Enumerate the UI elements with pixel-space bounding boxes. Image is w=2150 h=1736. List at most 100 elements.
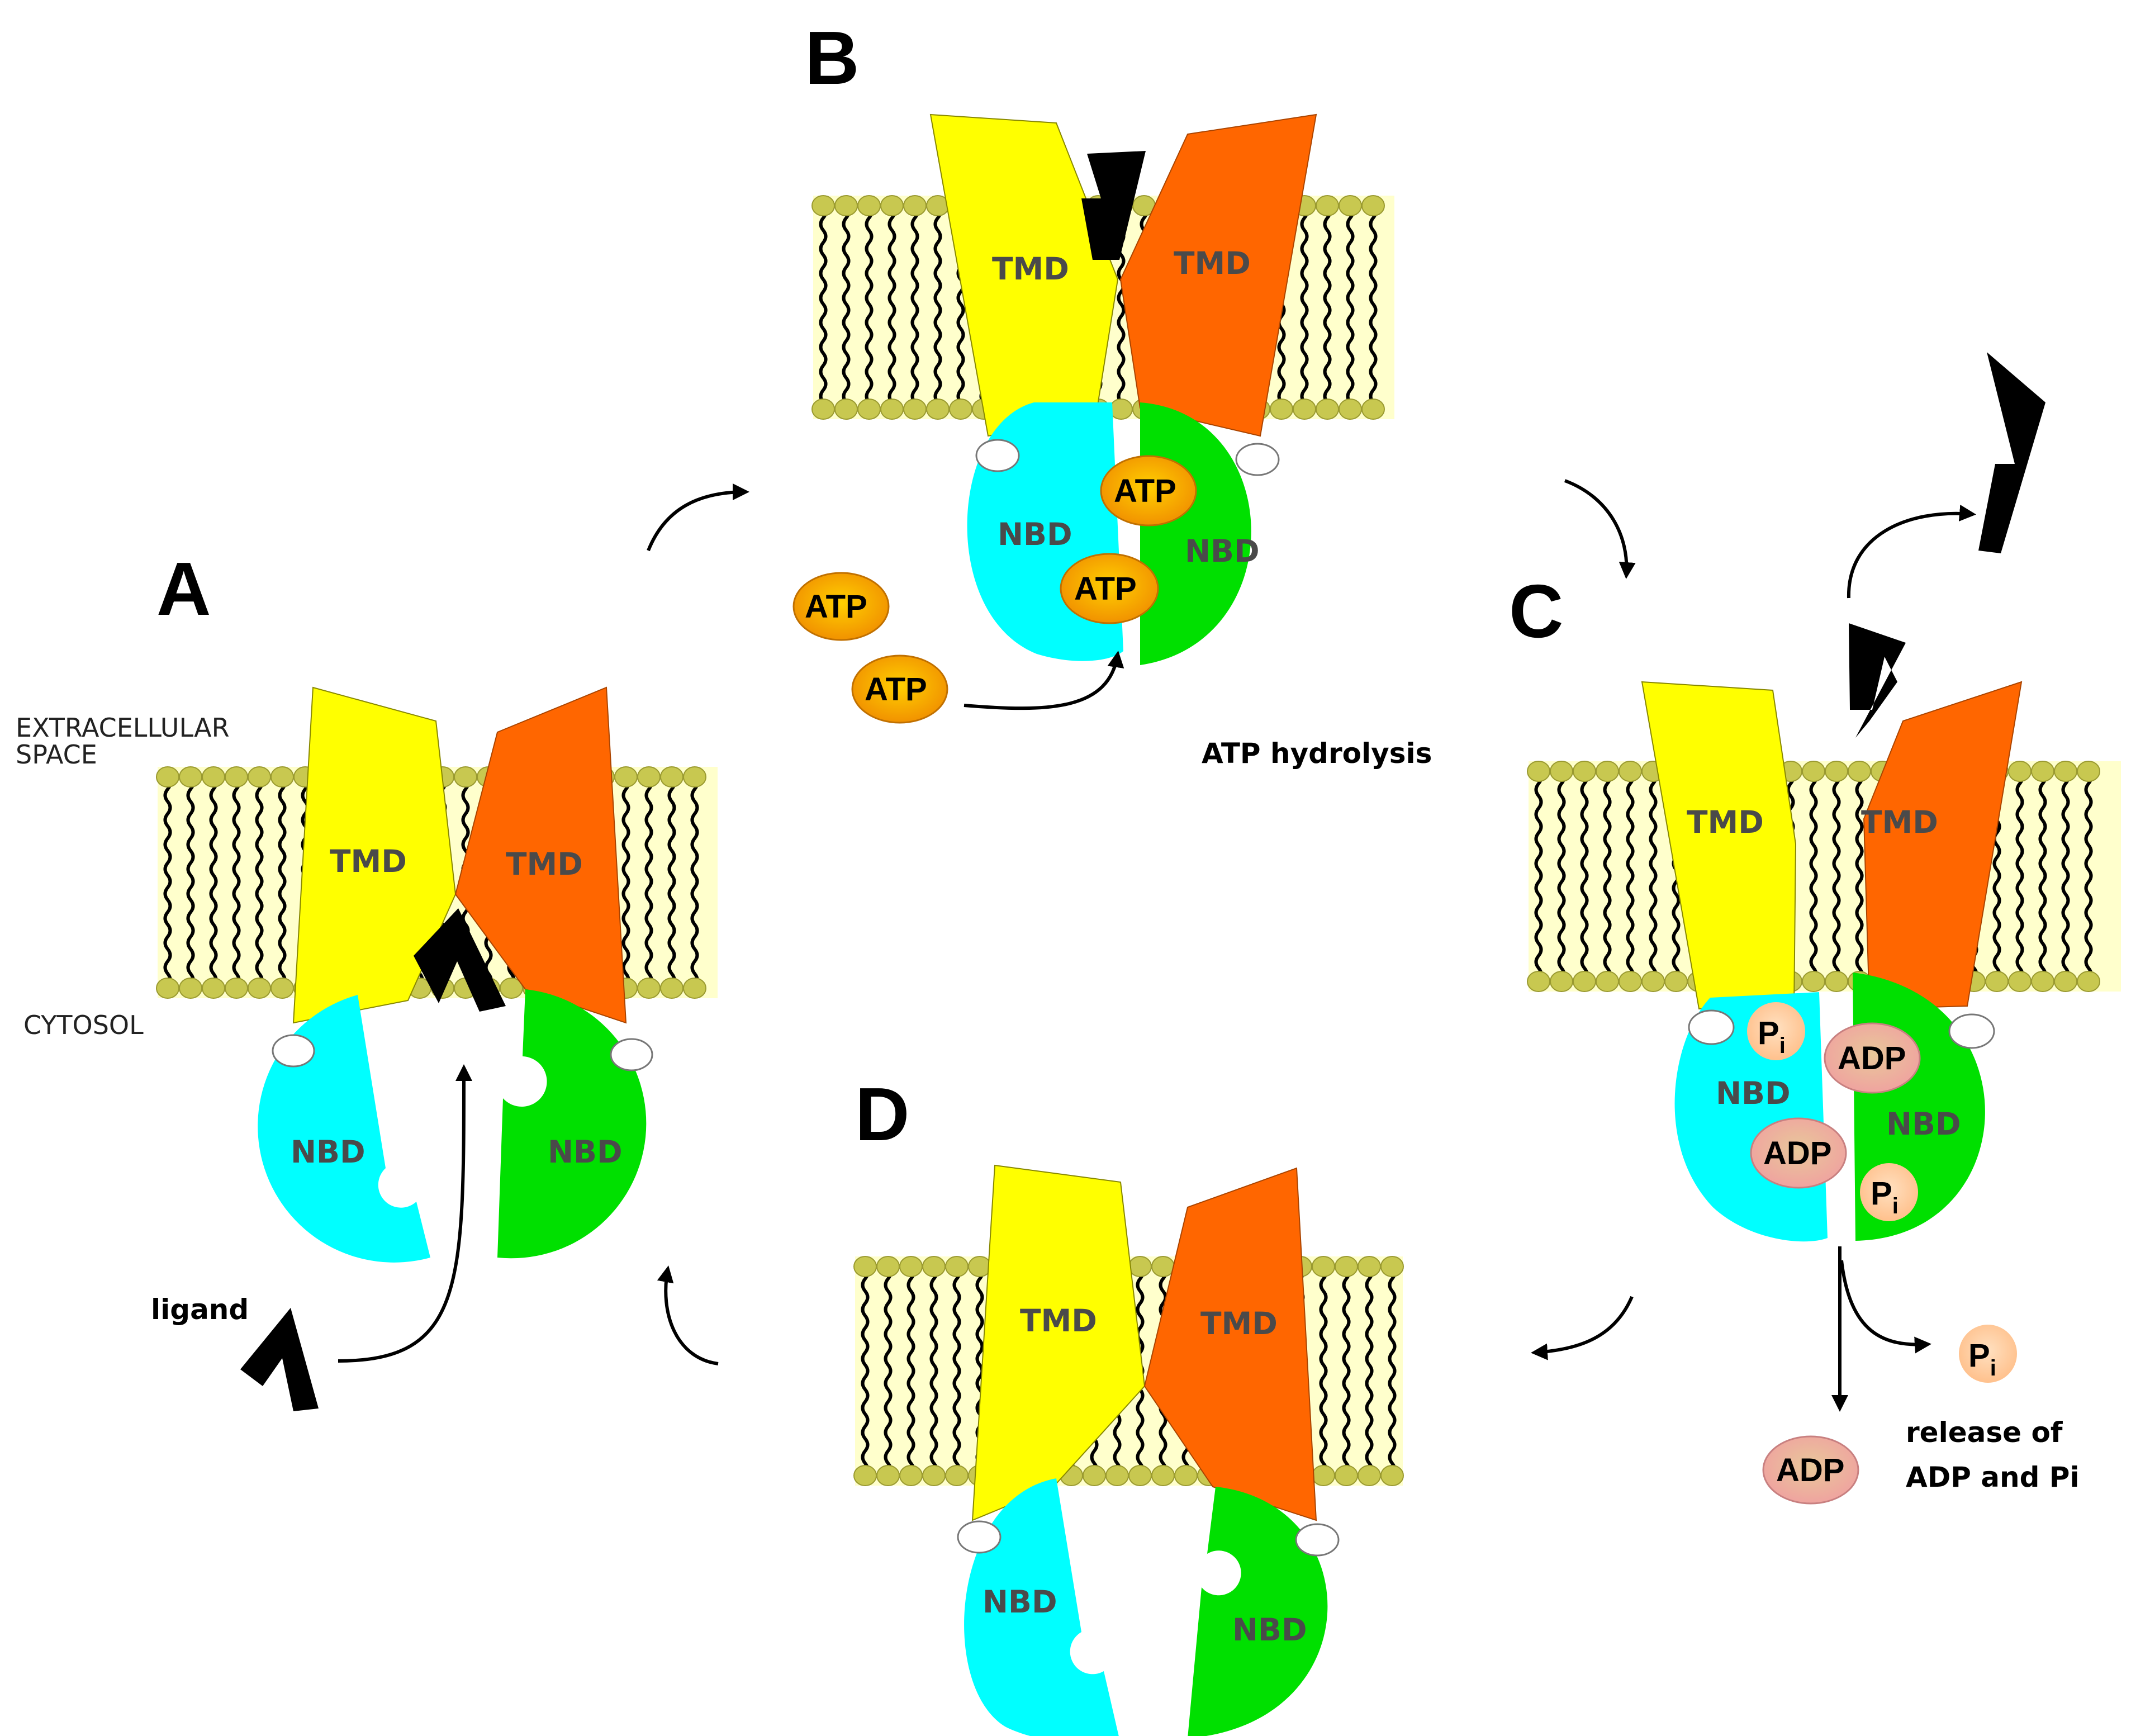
lipid-head bbox=[857, 399, 881, 420]
ligand-chevron-icon bbox=[414, 908, 506, 1012]
lipid-tail bbox=[1603, 770, 1612, 985]
lipid-head bbox=[1573, 971, 1596, 992]
atp-label: ATP bbox=[865, 671, 927, 708]
atp-molecule-icon: ATP bbox=[851, 654, 948, 724]
hinge-circle-left-c bbox=[1688, 1009, 1735, 1045]
tmd-left-d-label: TMD bbox=[1020, 1303, 1097, 1339]
lipid-head bbox=[834, 399, 858, 420]
adp-molecule-icon: ADP bbox=[1762, 1435, 1859, 1505]
lipid-head bbox=[903, 399, 927, 420]
lipid-tail bbox=[644, 776, 653, 992]
lipid-head bbox=[1380, 1465, 1404, 1486]
lipid-head bbox=[1825, 971, 1848, 992]
nbd-left-b-label: NBD bbox=[998, 516, 1072, 552]
lipid-head bbox=[1573, 761, 1596, 782]
lipid-tail bbox=[1809, 770, 1818, 985]
hinge-circle-right-c bbox=[1948, 1013, 1995, 1049]
nbd-right-c-label: NBD bbox=[1886, 1106, 1961, 1142]
lipid-head bbox=[926, 399, 950, 420]
hinge-circle-right-d bbox=[1295, 1523, 1340, 1557]
lipid-head bbox=[1641, 971, 1665, 992]
ligand-entry-arrow bbox=[338, 1064, 472, 1363]
lipid-head bbox=[1316, 195, 1339, 216]
lipid-tail bbox=[1319, 1265, 1328, 1477]
lipid-tail bbox=[819, 205, 828, 411]
atp-label: ATP bbox=[1114, 473, 1176, 509]
tmd-left-b-label: TMD bbox=[992, 251, 1069, 287]
lipid-head bbox=[1293, 399, 1316, 420]
lipid-head bbox=[899, 1256, 923, 1277]
adp-label: ADP bbox=[1838, 1040, 1906, 1076]
release-label-line1: release of bbox=[1906, 1416, 2063, 1449]
atp-label: ATP bbox=[1074, 571, 1137, 607]
atp-hydrolysis-label: ATP hydrolysis bbox=[1202, 737, 1432, 770]
extracellular-label-line2: SPACE bbox=[16, 739, 97, 770]
lipid-head bbox=[1358, 1465, 1381, 1486]
lipid-tail bbox=[1342, 1265, 1351, 1477]
lipid-head bbox=[270, 978, 294, 999]
tmd-right-d-label: TMD bbox=[1200, 1306, 1278, 1341]
lipid-head bbox=[156, 978, 179, 999]
lipid-head bbox=[179, 978, 202, 999]
lipid-head bbox=[683, 978, 706, 999]
tmd-left-c bbox=[1641, 681, 1797, 1009]
lipid-head bbox=[1174, 1465, 1198, 1486]
phosphate-icon: Pi bbox=[1860, 1163, 1918, 1221]
lipid-head bbox=[853, 1465, 877, 1486]
transporter-d: TMD TMD NBD NBD bbox=[957, 1164, 1340, 1736]
lipid-head bbox=[1083, 1465, 1106, 1486]
atp-molecule-icon: ATP bbox=[1060, 553, 1159, 624]
transporter-b: TMD TMD NBD NBD ATP ATP ATP ATP ATP hydr… bbox=[792, 113, 1432, 770]
lipid-head bbox=[1358, 1256, 1381, 1277]
lipid-tail bbox=[163, 776, 172, 992]
lipid-tail bbox=[1832, 770, 1841, 985]
lipid-tail bbox=[929, 1265, 938, 1477]
transporter-a: TMD TMD NBD NBD ligand bbox=[151, 686, 653, 1411]
ligand-release-arrow bbox=[1847, 505, 1976, 599]
tmd-left-d bbox=[971, 1164, 1146, 1521]
lipid-head bbox=[1335, 1465, 1358, 1486]
hinge-circle-left-d bbox=[957, 1520, 1002, 1554]
cycle-arrow-icon bbox=[657, 1265, 719, 1365]
lipid-tail bbox=[690, 776, 699, 992]
lipid-head bbox=[857, 195, 881, 216]
release-label-line2: ADP and Pi bbox=[1906, 1461, 2080, 1493]
lipid-head bbox=[2008, 761, 2032, 782]
lipid-tail bbox=[255, 776, 264, 992]
pi-label: Pi bbox=[1758, 1015, 1786, 1058]
adp-label: ADP bbox=[1776, 1452, 1844, 1488]
lipid-tail bbox=[1300, 205, 1309, 411]
pi-release-arrow bbox=[1840, 1260, 1931, 1354]
lipid-tail bbox=[209, 776, 218, 992]
panel-letter-a: A bbox=[156, 547, 211, 631]
lipid-head bbox=[834, 195, 858, 216]
lipid-tail bbox=[1557, 770, 1566, 985]
lipid-head bbox=[811, 399, 835, 420]
phosphate-icon: Pi bbox=[1747, 1002, 1805, 1060]
lipid-tail bbox=[1626, 770, 1635, 985]
lipid-head bbox=[1361, 195, 1385, 216]
lipid-tail bbox=[2038, 770, 2047, 985]
lipid-head bbox=[1270, 399, 1293, 420]
ligand-label: ligand bbox=[151, 1293, 249, 1326]
lipid-head bbox=[2008, 971, 2032, 992]
lipid-head bbox=[1802, 761, 1825, 782]
atp-molecule-icon: ATP bbox=[1100, 455, 1197, 527]
lipid-tail bbox=[933, 205, 942, 411]
lipid-tail bbox=[2015, 770, 2024, 985]
adp-molecule-icon: ADP bbox=[1750, 1117, 1847, 1189]
lipid-head bbox=[637, 766, 661, 788]
lipid-tail bbox=[278, 776, 287, 992]
lipid-head bbox=[899, 1465, 923, 1486]
lipid-head bbox=[1664, 971, 1688, 992]
lipid-tail bbox=[1369, 205, 1378, 411]
lipid-head bbox=[202, 766, 225, 788]
phosphate-icon: Pi bbox=[1959, 1325, 2017, 1383]
panel-letter-d: D bbox=[855, 1072, 910, 1156]
nbd-left-a-label: NBD bbox=[291, 1134, 366, 1170]
hinge-circle-right-b bbox=[1235, 443, 1280, 476]
tmd-left-a-label: TMD bbox=[330, 843, 407, 879]
lipid-head bbox=[1802, 971, 1825, 992]
tmd-right-c-label: TMD bbox=[1861, 804, 1938, 840]
